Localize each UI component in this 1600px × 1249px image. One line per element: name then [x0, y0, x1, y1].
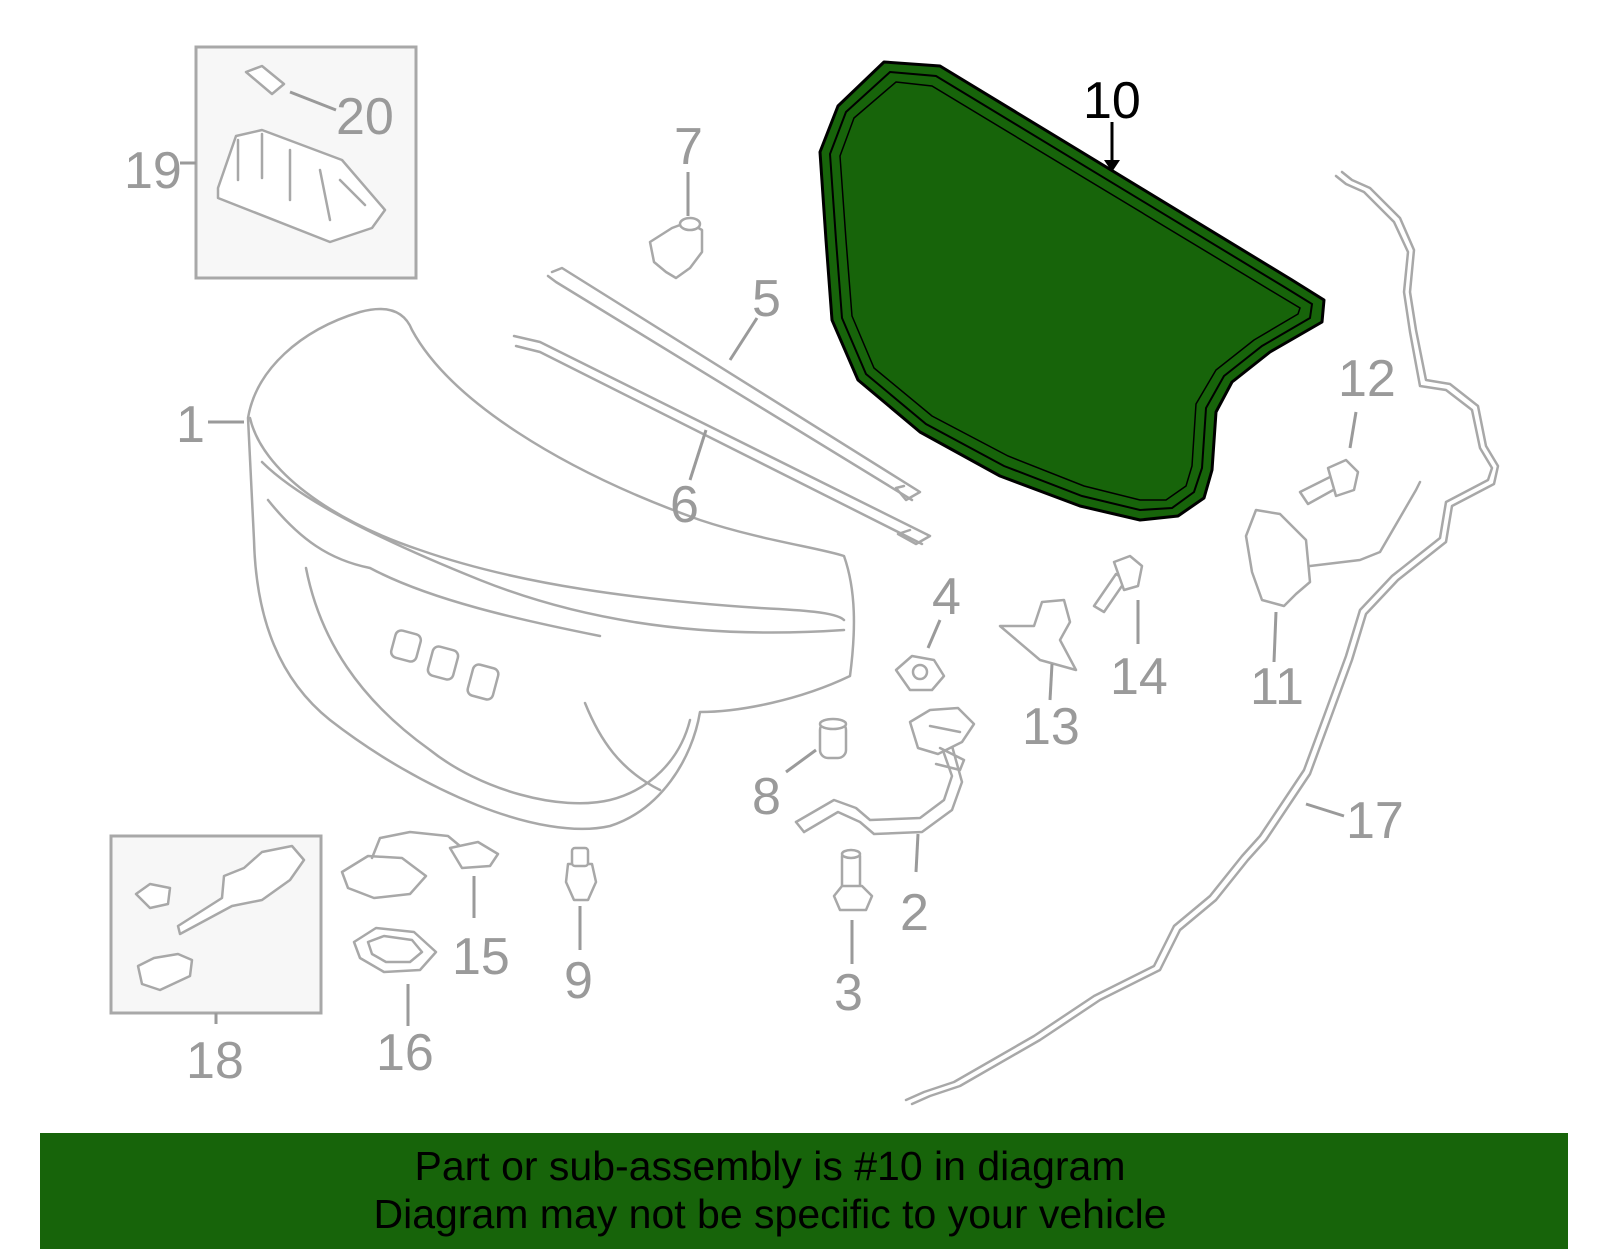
bumper-part-13 — [998, 598, 1078, 672]
lens-part-16 — [352, 926, 438, 974]
callout-2: 2 — [900, 884, 929, 942]
banner-line-2: Diagram may not be specific to your vehi… — [373, 1191, 1167, 1237]
release-cable-part-17 — [904, 170, 1500, 1106]
callout-11: 11 — [1250, 658, 1304, 716]
inset-box-18 — [109, 834, 323, 1015]
clip-part-7 — [648, 216, 704, 280]
callout-5: 5 — [752, 270, 781, 328]
callout-8: 8 — [752, 768, 781, 826]
bolt-part-12 — [1298, 458, 1360, 506]
callout-19: 19 — [124, 142, 182, 200]
torsion-rod-part-6 — [512, 334, 932, 546]
leader-20 — [289, 90, 337, 112]
latch-part-11 — [1244, 480, 1422, 608]
bumper-part-8 — [818, 717, 848, 760]
trunk-lid-part-1 — [246, 307, 856, 831]
callout-15: 15 — [452, 928, 510, 986]
callout-18: 18 — [186, 1032, 244, 1090]
leader-10-arrowhead — [1104, 160, 1120, 172]
inset-box-19 — [194, 45, 418, 280]
leader-11 — [1272, 611, 1278, 663]
banner-line-1: Part or sub-assembly is #10 in diagram — [414, 1143, 1126, 1189]
callout-3: 3 — [834, 964, 863, 1022]
callout-4: 4 — [932, 568, 961, 626]
hinge-part-2 — [794, 706, 976, 836]
leader-4 — [926, 619, 942, 649]
callout-9: 9 — [564, 952, 593, 1010]
callout-10: 10 — [1083, 72, 1141, 130]
torsion-rod-part-5 — [546, 266, 922, 502]
leader-8 — [785, 748, 817, 774]
callout-17: 17 — [1346, 792, 1404, 850]
leader-5 — [728, 317, 759, 361]
callout-13: 13 — [1022, 698, 1080, 756]
callout-16: 16 — [376, 1024, 434, 1082]
nut-part-4 — [894, 654, 946, 692]
leader-17 — [1305, 802, 1345, 818]
lamp-part-15 — [340, 830, 500, 900]
callout-6: 6 — [670, 476, 699, 534]
weatherstrip-part-10 — [818, 60, 1326, 522]
bolt-part-14 — [1092, 554, 1144, 614]
info-banner: Part or sub-assembly is #10 in diagram D… — [40, 1133, 1568, 1249]
callout-7: 7 — [674, 118, 703, 176]
callout-14: 14 — [1110, 648, 1168, 706]
leader-13 — [1048, 663, 1054, 701]
callout-20: 20 — [336, 88, 394, 146]
stud-part-3 — [832, 848, 874, 912]
callout-1: 1 — [176, 396, 205, 454]
leader-2 — [914, 833, 920, 873]
callout-12: 12 — [1338, 350, 1396, 408]
leader-6 — [688, 429, 708, 481]
bumper-part-9 — [564, 846, 598, 902]
leader-12 — [1348, 411, 1358, 449]
